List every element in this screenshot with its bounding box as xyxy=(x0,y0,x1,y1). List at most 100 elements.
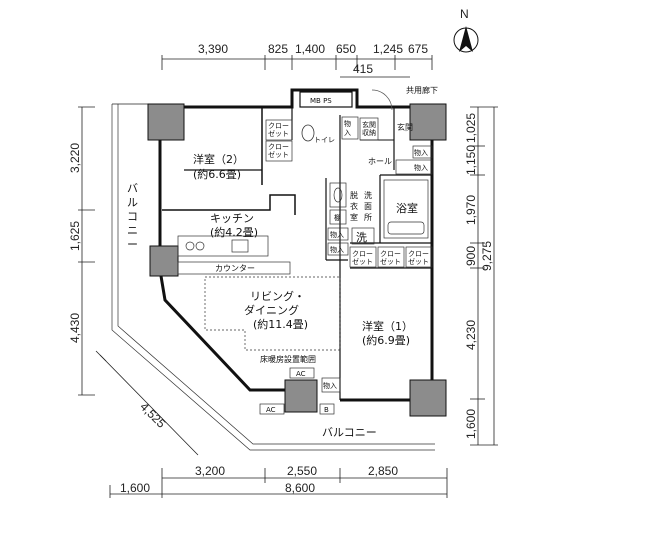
svg-text:バ: バ xyxy=(127,182,138,195)
right-dim-5: 4,230 xyxy=(464,320,478,350)
column-top-right xyxy=(409,103,447,141)
right-dim-total: 9,275 xyxy=(480,241,494,271)
svg-text:収納: 収納 xyxy=(362,128,376,137)
living-label-2: ダイニング xyxy=(244,303,299,317)
closets-bedroom1: クロー ゼット クロー ゼット クロー ゼット xyxy=(349,246,433,268)
svg-text:物入: 物入 xyxy=(330,230,344,239)
top-dim-5: 1,245 xyxy=(373,42,403,56)
svg-text:ゼット: ゼット xyxy=(380,257,401,266)
corridor-label: 共用廊下 xyxy=(406,85,438,95)
hall-label: ホール xyxy=(368,157,392,166)
svg-text:コ: コ xyxy=(127,210,138,223)
kitchen-size: (約4.2畳) xyxy=(210,225,258,239)
right-dim-1: 1,025 xyxy=(464,113,478,143)
column-bottom-mid xyxy=(284,379,318,413)
kitchen: キッチン (約4.2畳) カウンター xyxy=(177,212,291,275)
counter-label: カウンター xyxy=(215,264,255,273)
svg-text:ゼット: ゼット xyxy=(408,257,429,266)
svg-text:衣: 衣 xyxy=(350,201,358,211)
svg-text:ー: ー xyxy=(127,238,138,251)
bottom-dim-3: 2,850 xyxy=(368,464,398,478)
balcony-left xyxy=(111,103,435,451)
toilet-icon xyxy=(301,124,315,142)
svg-text:物入: 物入 xyxy=(414,163,428,172)
bathroom: 浴室 xyxy=(383,179,429,239)
bottom-dimensions: 3,200 2,550 2,850 1,600 8,600 xyxy=(109,464,448,498)
north-compass: N xyxy=(453,7,479,53)
svg-text:物: 物 xyxy=(344,119,351,128)
washer-box xyxy=(351,227,375,245)
entrance-storage-label: 玄関 xyxy=(362,120,376,129)
b-label: B xyxy=(324,406,329,414)
living-size: (約11.4畳) xyxy=(253,317,308,331)
column-bottom-right xyxy=(409,379,447,417)
top-dim-6: 675 xyxy=(408,42,428,56)
bathroom-label: 浴室 xyxy=(396,201,418,215)
svg-text:ゼット: ゼット xyxy=(352,257,373,266)
living-label-1: リビング・ xyxy=(250,289,305,303)
compass-label: N xyxy=(460,7,469,21)
svg-text:物入: 物入 xyxy=(323,381,337,390)
right-dim-3: 1,970 xyxy=(464,195,478,225)
svg-text:クロー: クロー xyxy=(352,250,373,258)
outer-walls xyxy=(150,88,434,402)
top-dim-2: 825 xyxy=(268,42,288,56)
diagonal-dimension: 4,525 xyxy=(95,350,199,456)
svg-text:ゼット: ゼット xyxy=(268,129,289,138)
ac-label-2: AC xyxy=(266,406,276,414)
svg-text:クロー: クロー xyxy=(268,143,289,151)
mbps-label: MB PS xyxy=(310,97,332,105)
svg-text:所: 所 xyxy=(364,212,372,222)
right-dim-2: 1,150 xyxy=(464,145,478,175)
kitchen-label: キッチン xyxy=(210,212,254,225)
svg-text:クロー: クロー xyxy=(408,250,429,258)
bedroom2-label: 洋室（2） xyxy=(193,152,244,166)
storage-top xyxy=(341,116,359,140)
toilet: トイレ xyxy=(301,124,335,144)
column-top-left xyxy=(147,103,185,141)
top-dim-4: 650 xyxy=(336,42,356,56)
svg-text:クロー: クロー xyxy=(380,250,401,258)
b-unit xyxy=(319,403,335,415)
bottom-dim-1: 3,200 xyxy=(195,464,225,478)
svg-text:洗: 洗 xyxy=(364,190,372,200)
storage-right-1 xyxy=(412,145,433,159)
washroom: 脱 衣 室 洗 面 所 棚 xyxy=(329,182,372,225)
columns xyxy=(147,103,447,417)
svg-text:入: 入 xyxy=(344,129,351,137)
svg-text:ニ: ニ xyxy=(127,224,138,237)
svg-text:クロー: クロー xyxy=(268,122,289,130)
right-dim-4: 900 xyxy=(464,246,478,266)
toilet-label: トイレ xyxy=(314,136,335,144)
shelf-label: 棚 xyxy=(334,213,341,222)
svg-text:脱: 脱 xyxy=(350,190,358,200)
bedroom1-label: 洋室（1） xyxy=(362,319,413,333)
left-dimensions: 3,220 1,625 4,430 xyxy=(68,106,95,396)
balcony-bottom-label: バルコニー xyxy=(322,426,377,439)
svg-text:面: 面 xyxy=(364,202,372,211)
right-dimensions: 1,025 1,150 1,970 900 4,230 1,600 9,275 xyxy=(464,106,498,446)
column-mid-left xyxy=(149,245,179,277)
storage-right-2 xyxy=(395,159,433,175)
bottom-dim-4: 1,600 xyxy=(120,481,150,495)
mbps-shaft: MB PS xyxy=(299,91,353,108)
top-dimensions: 3,390 825 1,400 650 1,245 675 415 xyxy=(161,42,433,78)
floor-heating-label: 床暖房設置範囲 xyxy=(260,354,316,364)
bedroom1-size: (約6.9畳) xyxy=(362,333,410,347)
bottom-dim-2: 2,550 xyxy=(287,464,317,478)
top-dim-3: 1,400 xyxy=(295,42,325,56)
storage-bottom xyxy=(321,377,341,393)
ac-unit-1 xyxy=(289,367,315,379)
compass-arrow-icon xyxy=(459,26,473,52)
balcony-left-label: バ ル コ ニ ー xyxy=(127,182,138,251)
storage-mid-2 xyxy=(327,242,349,256)
bedroom2-size: (約6.6畳) xyxy=(193,167,241,181)
left-dim-1: 3,220 xyxy=(68,143,82,173)
closets-bedroom2: クロー ゼット クロー ゼット xyxy=(265,119,293,162)
entrance-label: 玄関 xyxy=(397,122,413,132)
svg-text:室: 室 xyxy=(350,212,358,222)
svg-text:物入: 物入 xyxy=(414,148,428,157)
svg-text:ゼット: ゼット xyxy=(268,150,289,159)
ac-unit-2 xyxy=(259,403,285,415)
